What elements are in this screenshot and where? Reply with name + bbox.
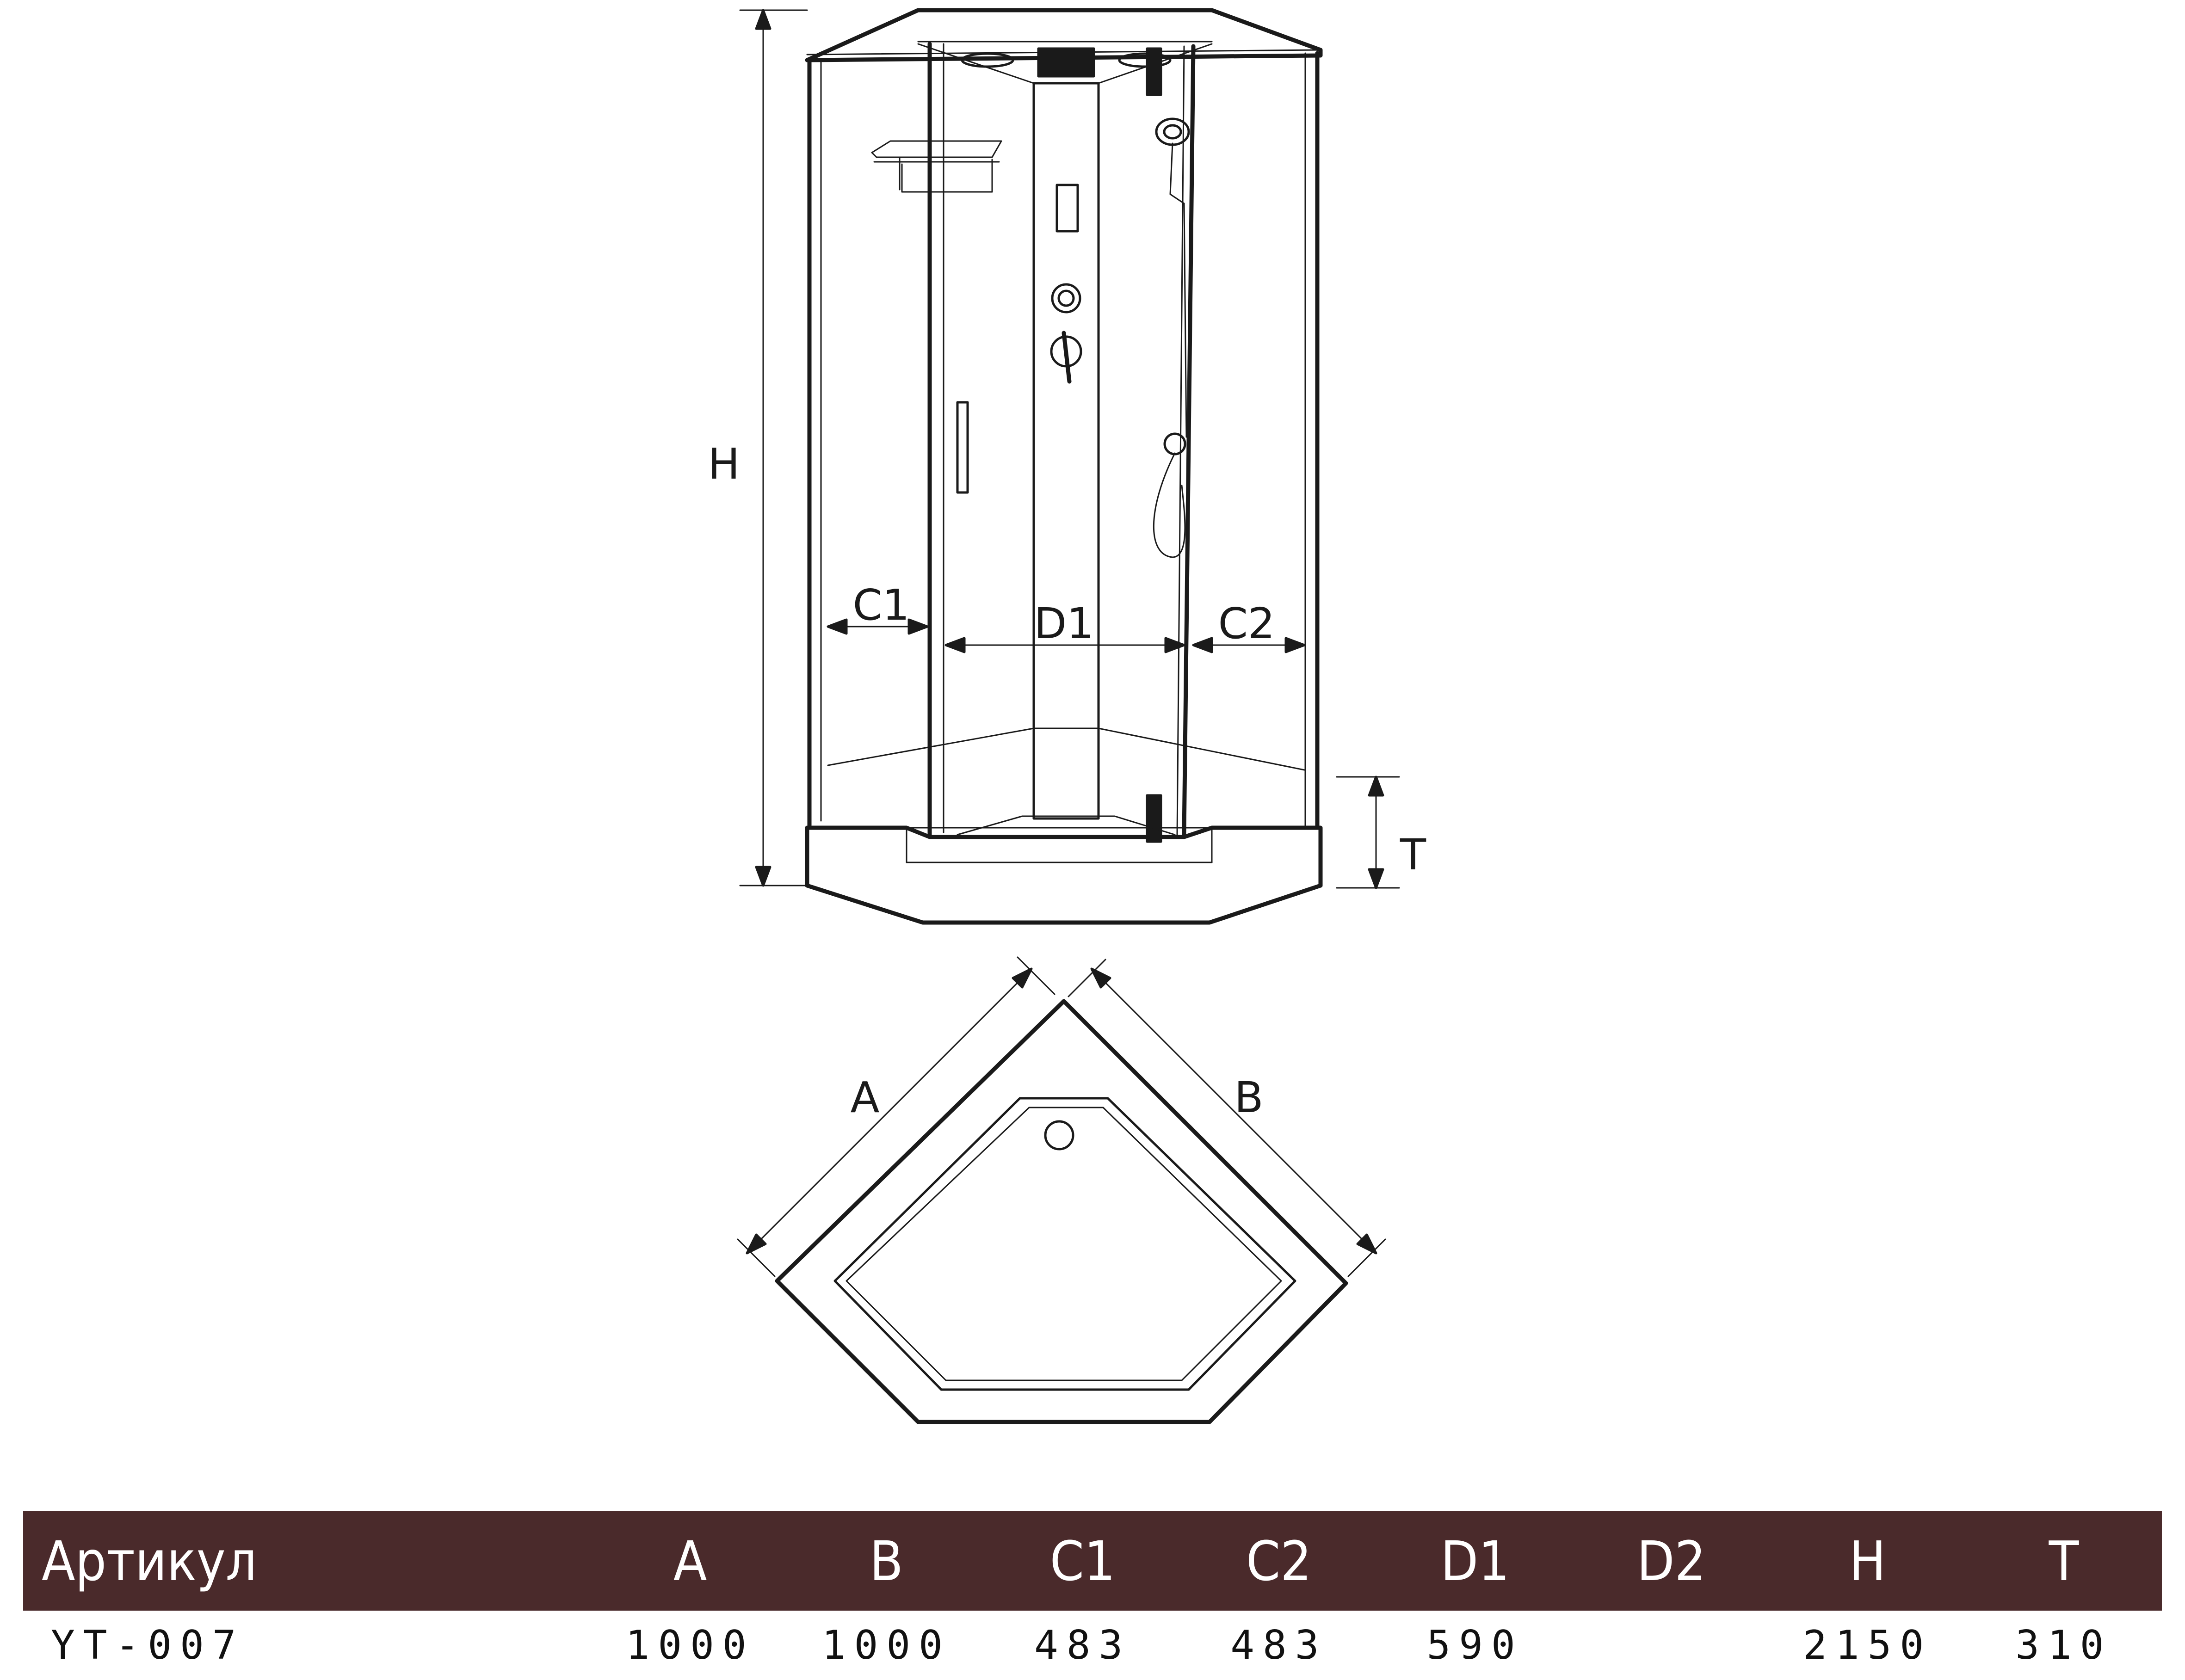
cell-a: 1000	[625, 1622, 755, 1668]
label-b: B	[1234, 1073, 1263, 1122]
ceiling-light-right	[1118, 52, 1172, 68]
header-t: T	[2049, 1529, 2079, 1593]
table-row: YT-007 1000 1000 483 483 590 2150 310	[23, 1611, 2162, 1680]
drain-hole	[1044, 1120, 1074, 1151]
front-view-drawing: H T C1 D1 C2	[708, 8, 1426, 925]
dimension-c1	[827, 618, 929, 635]
cell-d2	[1573, 1611, 1769, 1680]
header-b: B	[869, 1529, 903, 1593]
header-d2: D2	[1636, 1529, 1706, 1593]
cell-c1: 483	[1034, 1622, 1131, 1668]
dimension-a	[737, 956, 1055, 1277]
ceiling-light-left	[961, 52, 1014, 68]
dimension-t	[1336, 775, 1400, 889]
control-knob	[1051, 283, 1081, 314]
dimension-c2	[1192, 637, 1306, 653]
label-t: T	[1400, 830, 1426, 880]
table-header-row: Артикул A B C1 C2 D1 D2 H T	[23, 1511, 2162, 1611]
label-c1: C1	[853, 580, 910, 630]
header-c2: C2	[1246, 1529, 1312, 1593]
tray-inner-rim	[833, 1097, 1296, 1391]
label-d1: D1	[1034, 599, 1093, 648]
cell-h: 2150	[1803, 1622, 1932, 1668]
cabin-roof	[805, 8, 1323, 62]
header-a: A	[673, 1529, 707, 1593]
header-h: H	[1849, 1529, 1886, 1593]
cell-article: YT-007	[51, 1622, 245, 1668]
header-d1: D1	[1440, 1529, 1510, 1593]
top-view-drawing: A B	[737, 956, 1386, 1424]
shower-tray-front	[805, 815, 1323, 925]
label-a: A	[851, 1073, 880, 1122]
door-handle	[956, 401, 969, 494]
specification-table: Артикул A B C1 C2 D1 D2 H T YT-007 1000 …	[23, 1511, 2162, 1680]
cell-b: 1000	[821, 1622, 951, 1668]
door	[927, 42, 1196, 843]
cell-c2: 483	[1230, 1622, 1327, 1668]
label-c2: C2	[1218, 599, 1275, 648]
dimension-d1	[944, 637, 1185, 653]
towel-rack	[871, 140, 1002, 193]
dimension-h	[739, 9, 808, 887]
cell-d1: 590	[1426, 1622, 1524, 1668]
shower-head	[1153, 117, 1190, 558]
header-article: Артикул	[42, 1529, 257, 1593]
header-c1: C1	[1049, 1529, 1116, 1593]
tray-outline	[775, 999, 1348, 1424]
label-h: H	[708, 439, 740, 489]
dimension-b	[1068, 959, 1386, 1277]
control-display	[1055, 184, 1079, 233]
back-control-panel	[1032, 82, 1100, 820]
tray-basin	[846, 1107, 1282, 1381]
cell-t: 310	[2015, 1622, 2112, 1668]
